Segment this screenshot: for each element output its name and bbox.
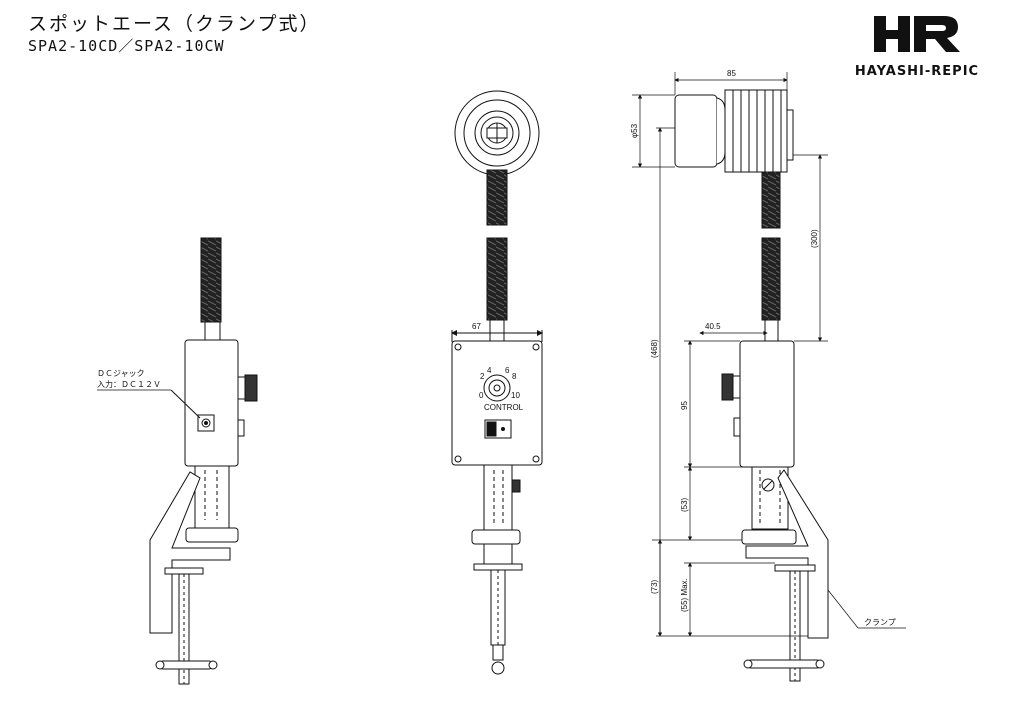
flexible-neck-front bbox=[486, 169, 508, 226]
svg-text:6: 6 bbox=[505, 366, 510, 375]
lamp-head-side bbox=[674, 94, 718, 168]
dimension-lines bbox=[632, 72, 906, 637]
title-block: スポットエース（クランプ式） SPA2-10CD／SPA2-10CW bbox=[28, 12, 320, 56]
dim-box-offset: 40.5 bbox=[705, 322, 721, 331]
knob-left bbox=[244, 374, 258, 402]
dc-jack-label-2: 入力：ＤＣ１２Ｖ bbox=[97, 379, 161, 389]
front-width-dim: 67 bbox=[472, 322, 481, 331]
dial-label: CONTROL bbox=[484, 403, 524, 412]
dim-head-length: 85 bbox=[727, 69, 736, 78]
front-view bbox=[451, 90, 543, 675]
svg-text:10: 10 bbox=[511, 391, 520, 400]
svg-text:2: 2 bbox=[480, 372, 485, 381]
clamp-label: クランプ bbox=[864, 618, 896, 627]
hr-logo-mark bbox=[874, 16, 960, 52]
svg-text:0: 0 bbox=[479, 391, 484, 400]
brand-name: HAYASHI-REPIC bbox=[854, 64, 980, 79]
left-side-view bbox=[149, 237, 258, 685]
svg-text:8: 8 bbox=[512, 372, 517, 381]
control-dial bbox=[483, 374, 511, 402]
dim-neck-length: (300) bbox=[810, 229, 819, 248]
dim-head-diameter: φ53 bbox=[630, 123, 639, 138]
dim-total-height: (468) bbox=[650, 339, 659, 358]
model-numbers: SPA2-10CD／SPA2-10CW bbox=[28, 37, 225, 55]
brand-logo: HAYASHI-REPIC bbox=[832, 14, 1002, 84]
svg-text:4: 4 bbox=[487, 366, 492, 375]
flexible-neck-left bbox=[200, 237, 222, 323]
right-side-view bbox=[674, 89, 829, 682]
heat-sink-fins bbox=[724, 89, 788, 173]
dim-clamp-height: (73) bbox=[650, 579, 659, 594]
control-box-left bbox=[184, 339, 239, 467]
dial-scale: 2 4 6 8 0 10 bbox=[479, 366, 520, 400]
dim-box-height: 95 bbox=[680, 401, 689, 410]
dim-post-height: (53) bbox=[680, 497, 689, 512]
dc-jack-label-1: ＤＣジャック bbox=[97, 369, 145, 378]
dim-clamp-opening: (55) Max. bbox=[680, 578, 689, 612]
product-title: スポットエース（クランプ式） bbox=[28, 13, 321, 35]
